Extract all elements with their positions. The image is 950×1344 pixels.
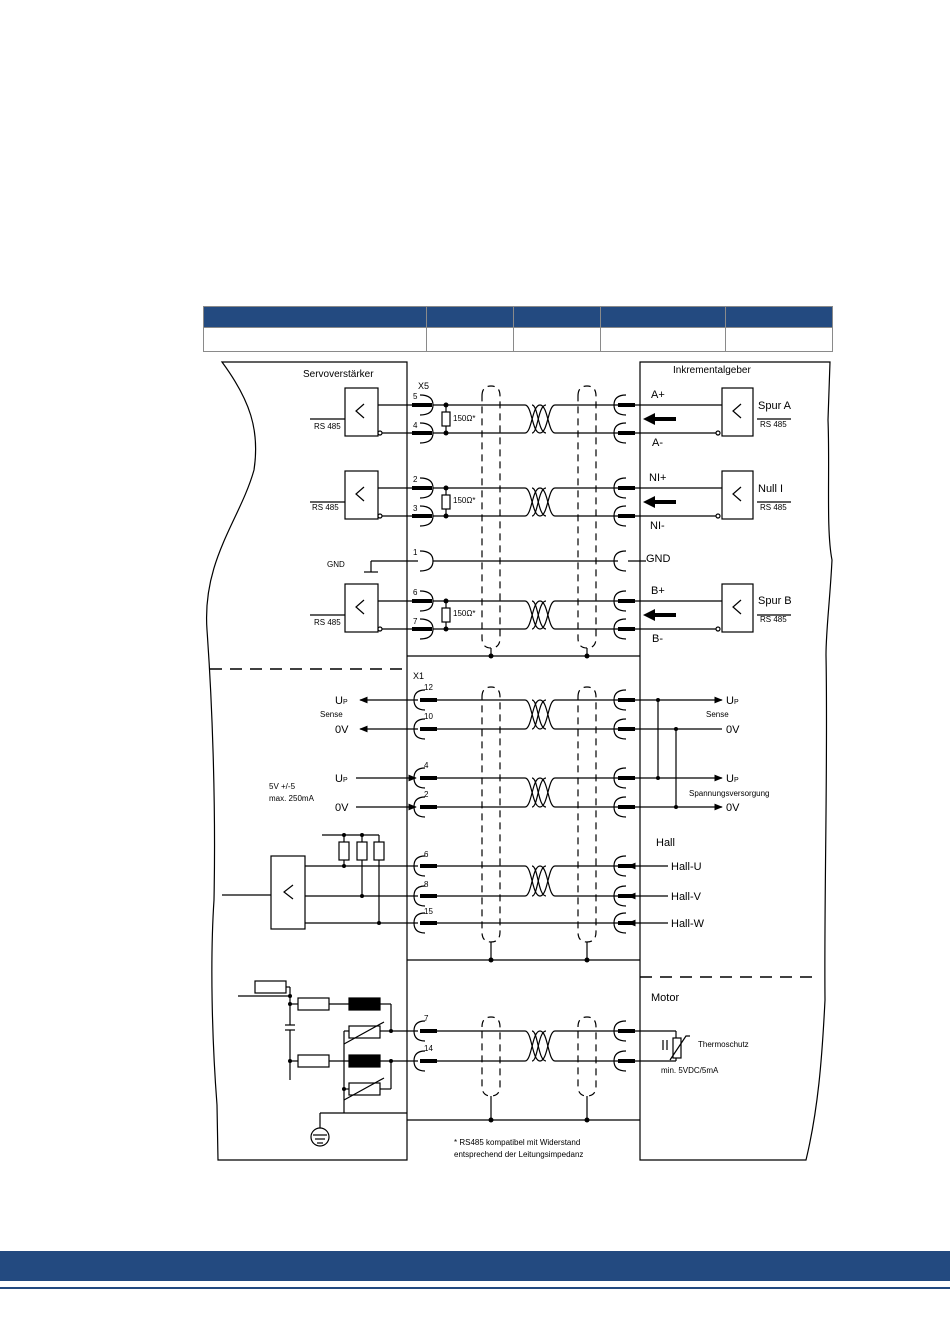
up-label: UP: [726, 695, 739, 707]
table-cell: [600, 327, 726, 352]
header-cell: [513, 305, 601, 329]
table-row: [203, 327, 833, 352]
signal-b-minus: B-: [652, 633, 663, 645]
encoder-driver: [721, 583, 754, 633]
rs485-label: RS 485: [314, 618, 341, 627]
earth-ground-icon: [310, 1127, 330, 1147]
sense-label: Sense: [706, 710, 729, 719]
encoder-driver: [721, 387, 754, 437]
table-cell: [725, 327, 833, 352]
rs485-label: RS 485: [760, 615, 787, 624]
encoder-sockets: [613, 394, 627, 1072]
svg-text:4: 4: [424, 761, 429, 770]
rs485-driver: [344, 583, 379, 633]
x5-sockets: [419, 394, 434, 640]
signal-spur-b: Spur B: [758, 595, 792, 607]
svg-text:4: 4: [413, 421, 418, 430]
footer-bar: [0, 1251, 950, 1281]
motor-title: Motor: [651, 992, 679, 1004]
svg-text:15: 15: [424, 907, 433, 916]
header-table: [203, 305, 833, 352]
header-row: [203, 305, 833, 329]
sense-label: Sense: [320, 710, 343, 719]
header-cell: [203, 305, 427, 329]
svg-text:6: 6: [413, 588, 418, 597]
rs485-driver: [344, 470, 379, 520]
shield-dashed: [481, 385, 501, 649]
gnd-left-label: GND: [327, 560, 345, 569]
servo-title: Servoverstärker: [303, 369, 374, 380]
shield-dashed: [481, 686, 501, 943]
resistor-label: 150Ω*: [453, 609, 475, 618]
hall-title: Hall: [656, 837, 675, 849]
svg-text:2: 2: [413, 475, 418, 484]
svg-text:12: 12: [424, 683, 433, 692]
signal-spur-a: Spur A: [758, 400, 792, 412]
signal-hall-u: Hall-U: [671, 861, 702, 873]
signal-nl-plus: NI+: [649, 472, 666, 484]
shield-dashed: [577, 686, 597, 943]
shield-dashed: [577, 1016, 597, 1097]
signal-a-plus: A+: [651, 389, 665, 401]
hall-comparator: [270, 855, 306, 930]
svg-text:7: 7: [424, 1014, 429, 1023]
svg-text:8: 8: [424, 880, 429, 889]
encoder-driver: [721, 470, 754, 520]
supply-current-label: max. 250mA: [269, 794, 315, 803]
signal-hall-v: Hall-V: [671, 891, 702, 903]
signal-hall-w: Hall-W: [671, 918, 705, 930]
table-cell: [426, 327, 514, 352]
signal-nl-minus: NI-: [650, 520, 665, 532]
svg-text:3: 3: [413, 504, 418, 513]
signal-null-i: Null I: [758, 483, 783, 495]
thermo-spec-label: min. 5VDC/5mA: [661, 1066, 719, 1075]
up-label: UP: [335, 773, 348, 785]
pin-numbers: 5 4 2 3 1 6 7 12 10 4 2 6 8 15 7 14: [413, 392, 433, 1053]
footnote-line2: entsprechend der Leitungsimpedanz: [454, 1150, 583, 1159]
rs485-label: RS 485: [760, 420, 787, 429]
table-cell: [513, 327, 601, 352]
svg-text:2: 2: [424, 790, 429, 799]
table-cell: [203, 327, 427, 352]
svg-text:1: 1: [413, 548, 418, 557]
up-label: UP: [726, 773, 739, 785]
rs485-label: RS 485: [760, 503, 787, 512]
rs485-label: RS 485: [314, 422, 341, 431]
header-cell: [725, 305, 833, 329]
encoder-outline: [639, 361, 833, 1161]
up-label: UP: [335, 695, 348, 707]
x1-label: X1: [413, 671, 424, 681]
shield-dashed: [577, 385, 597, 649]
thermo-label: Thermoschutz: [698, 1040, 749, 1049]
footnote-line1: * RS485 kompatibel mit Widerstand: [454, 1138, 580, 1147]
svg-text:14: 14: [424, 1044, 433, 1053]
shield-dashed: [481, 1016, 501, 1097]
zero-v-label: 0V: [726, 802, 740, 814]
signal-a-minus: A-: [652, 437, 663, 449]
zero-v-label: 0V: [726, 724, 740, 736]
resistor-label: 150Ω*: [453, 496, 475, 505]
rs485-driver: [344, 387, 379, 437]
svg-text:10: 10: [424, 712, 433, 721]
x5-label: X5: [418, 381, 429, 391]
signal-b-plus: B+: [651, 585, 665, 597]
zero-v-label: 0V: [335, 802, 349, 814]
svg-text:6: 6: [424, 850, 429, 859]
resistor-label: 150Ω*: [453, 414, 475, 423]
supply-label: 5V +/-5: [269, 782, 296, 791]
svg-text:5: 5: [413, 392, 418, 401]
servo-outline: [205, 361, 408, 1161]
header-cell: [600, 305, 726, 329]
header-cell: [426, 305, 514, 329]
footer-line: [0, 1287, 950, 1289]
svg-text:7: 7: [413, 617, 418, 626]
spannung-label: Spannungsversorgung: [689, 789, 770, 798]
encoder-title: Inkrementalgeber: [673, 365, 751, 376]
zero-v-label: 0V: [335, 724, 349, 736]
signal-gnd: GND: [646, 553, 671, 565]
rs485-label: RS 485: [312, 503, 339, 512]
